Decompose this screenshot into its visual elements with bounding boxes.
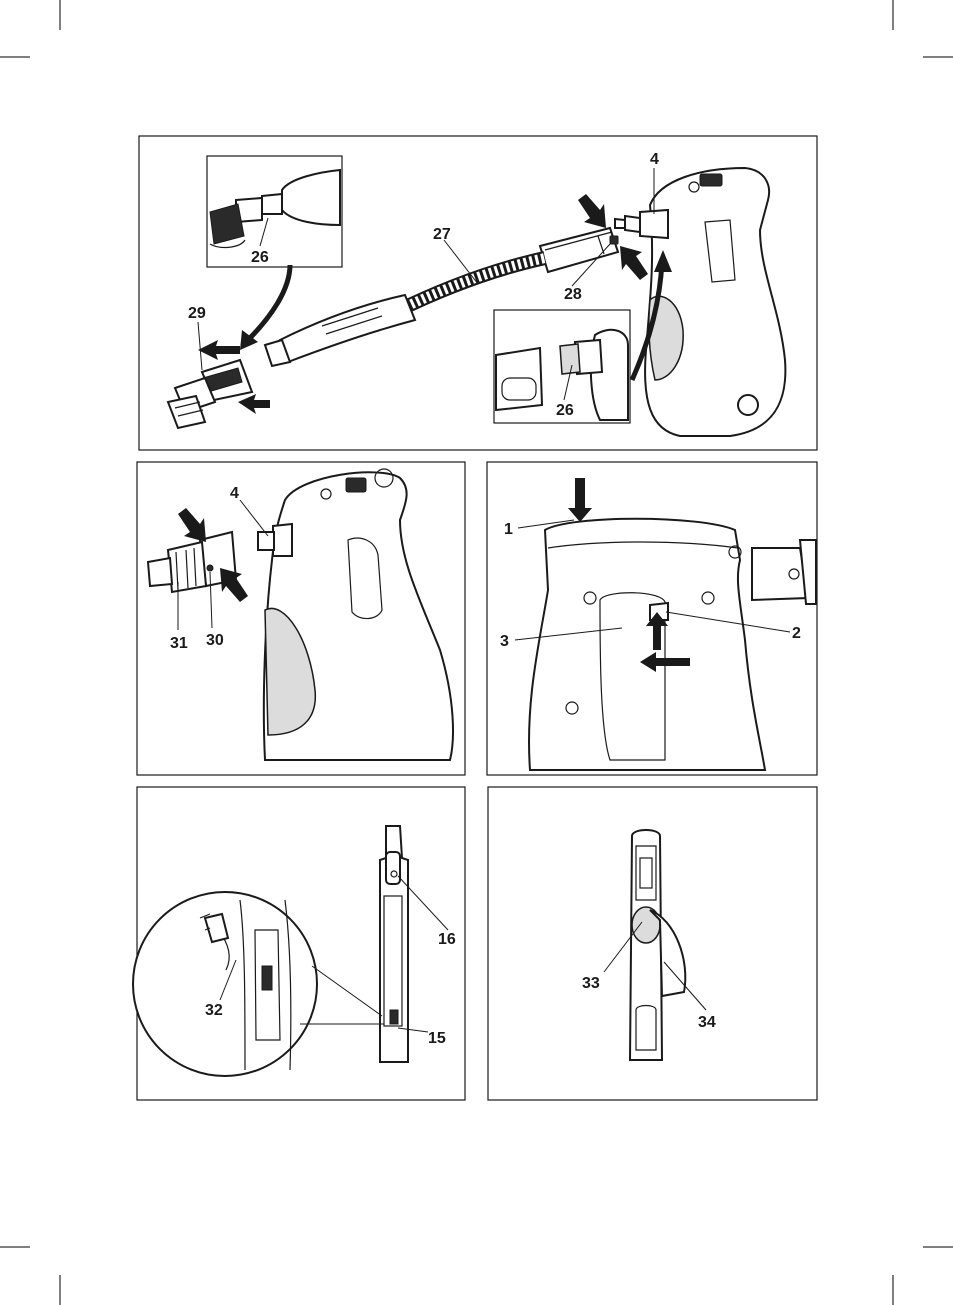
figure-3-trigger-lock: 1 2 3 [487, 462, 817, 775]
callout-2: 2 [792, 625, 801, 642]
figure-4-cord-storage: 16 15 32 [133, 787, 465, 1100]
callout-26-top: 26 [251, 249, 269, 266]
callout-3: 3 [500, 633, 509, 650]
figure-2-nozzle-attach: 4 31 30 [137, 462, 465, 775]
callout-32: 32 [205, 1002, 223, 1019]
callout-33: 33 [582, 975, 600, 992]
callout-28: 28 [564, 286, 582, 303]
callout-4: 4 [230, 485, 239, 502]
figure-5-upright-front: 33 34 [488, 787, 817, 1100]
callout-15: 15 [428, 1030, 446, 1047]
magnified-cord-detail [133, 892, 317, 1076]
callout-26-bottom: 26 [556, 402, 574, 419]
callout-31: 31 [170, 635, 188, 652]
callout-4: 4 [650, 151, 659, 168]
inset-connector-detail [207, 156, 342, 267]
callout-29: 29 [188, 305, 206, 322]
callout-30: 30 [206, 632, 224, 649]
steamer-upright-side [380, 826, 408, 1062]
callout-16: 16 [438, 931, 456, 948]
callout-34: 34 [698, 1014, 716, 1031]
figure-1-hose-assembly: 4 26 27 28 29 26 [139, 136, 817, 450]
callout-1: 1 [504, 521, 513, 538]
callout-27: 27 [433, 226, 451, 243]
